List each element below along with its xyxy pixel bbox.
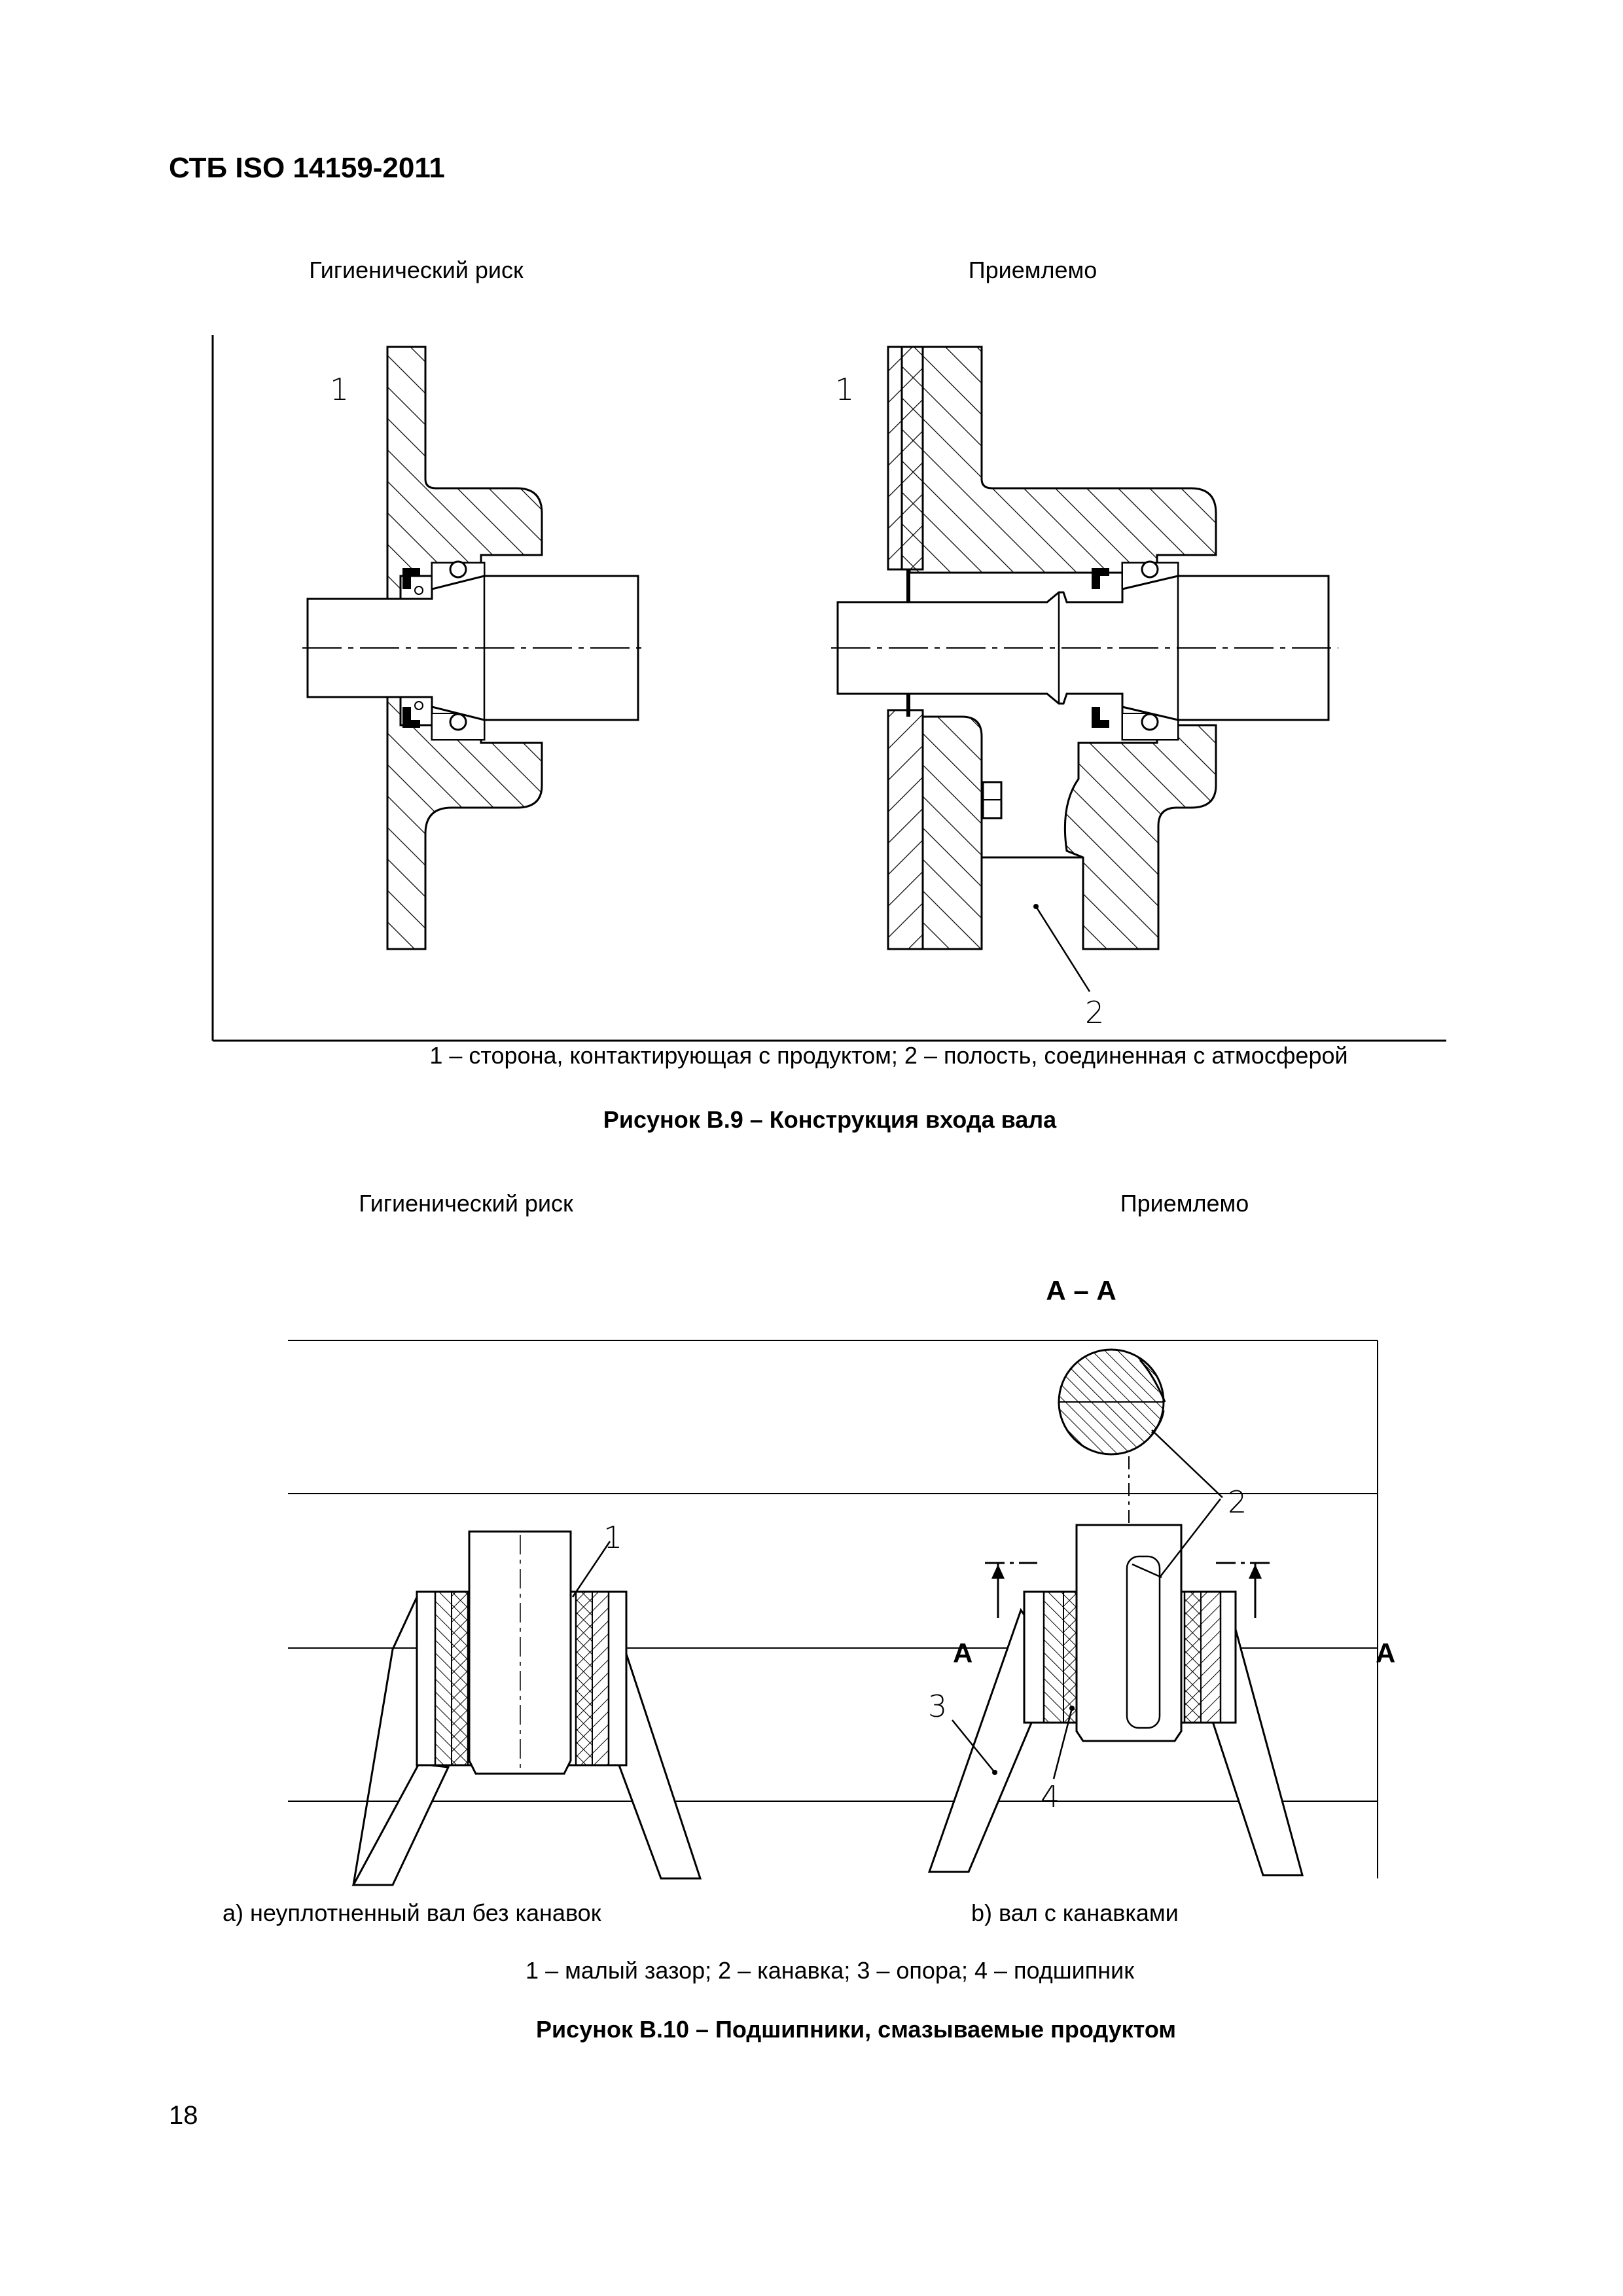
fig9-callout-2: 2 — [1085, 995, 1105, 1030]
fig10-callout-1: 1 — [603, 1520, 623, 1555]
fig10-label-acceptable: Приемлемо — [1120, 1190, 1249, 1217]
fig10-callout-2: 2 — [1228, 1484, 1247, 1520]
fig10-subcaption-b: b) вал с канавками — [971, 1899, 1179, 1926]
fig10-legend: 1 – малый зазор; 2 – канавка; 3 – опора;… — [526, 1957, 1134, 1984]
fig9-label-risk: Гигиенический риск — [309, 257, 524, 283]
fig9-label-acceptable: Приемлемо — [968, 257, 1097, 283]
fig9-caption: Рисунок В.9 – Конструкция входа вала — [603, 1106, 1057, 1133]
fig10-callout-3: 3 — [928, 1689, 948, 1724]
fig10-label-risk: Гигиенический риск — [359, 1190, 573, 1217]
fig10-callout-4: 4 — [1041, 1779, 1060, 1814]
fig10-caption: Рисунок В.10 – Подшипники, смазываемые п… — [536, 2016, 1176, 2043]
page-number: 18 — [169, 2101, 198, 2130]
fig10-section-mark-right: А — [1376, 1638, 1396, 1668]
fig9-legend: 1 – сторона, контактирующая с продуктом;… — [429, 1042, 1348, 1069]
document-header: СТБ ISO 14159-2011 — [169, 152, 445, 184]
fig9-callout-1-right: 1 — [835, 372, 855, 407]
fig10-section-mark-left: А — [953, 1638, 973, 1668]
fig9-callout-1-left: 1 — [330, 372, 349, 407]
fig10-subcaption-a: a) неуплотненный вал без канавок — [223, 1899, 601, 1926]
fig10-section-title: А – А — [1046, 1275, 1116, 1306]
